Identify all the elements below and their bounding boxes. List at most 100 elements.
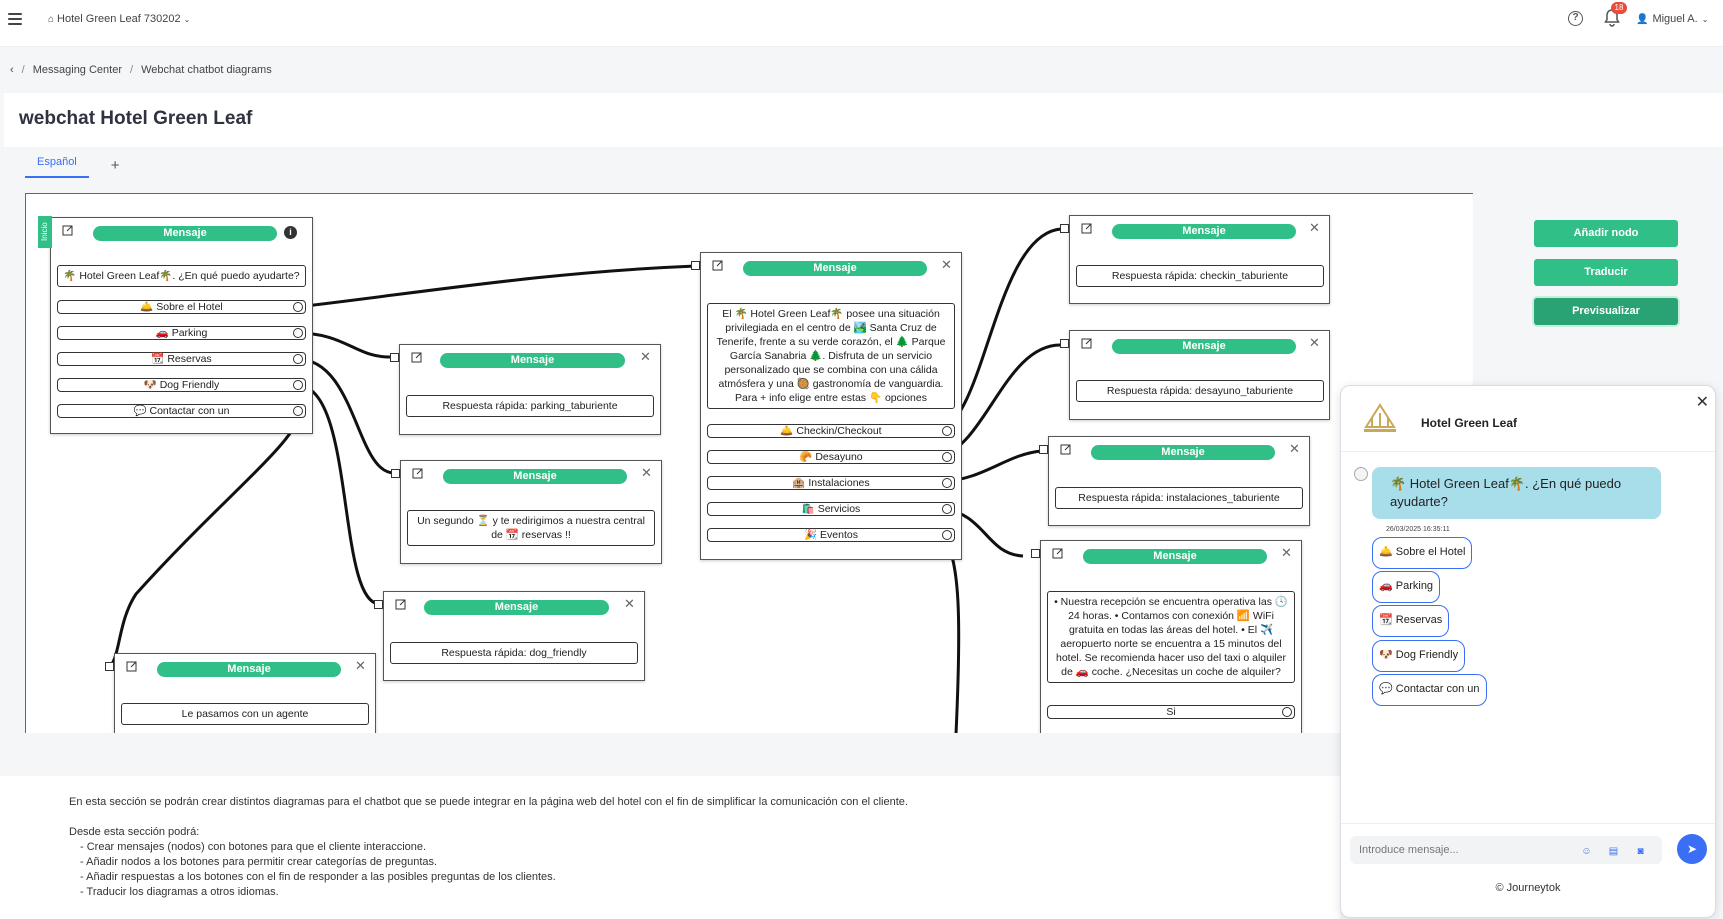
- edit-icon[interactable]: [395, 598, 407, 610]
- back-icon[interactable]: ‹: [10, 64, 14, 76]
- diagram-canvas[interactable]: Inicio Mensaje i 🌴 Hotel Green Leaf🌴. ¿E…: [25, 193, 1473, 733]
- close-icon[interactable]: ✕: [1309, 220, 1320, 235]
- close-icon[interactable]: ✕: [624, 596, 635, 611]
- close-icon[interactable]: ✕: [641, 465, 652, 480]
- camera-icon[interactable]: ◙: [1637, 846, 1644, 857]
- help-item: - Crear mensajes (nodos) con botones par…: [80, 841, 427, 853]
- message-node[interactable]: Mensaje ✕ • Nuestra recepción se encuent…: [1031, 540, 1302, 733]
- bot-message: 🌴 Hotel Green Leaf🌴. ¿En qué puedo ayuda…: [1372, 467, 1661, 519]
- help-icon[interactable]: ?: [1568, 11, 1583, 26]
- user-menu[interactable]: 👤 Miguel A. ⌄: [1636, 13, 1708, 25]
- breadcrumb-separator: /: [21, 64, 25, 76]
- connection-line: [296, 264, 697, 309]
- close-icon[interactable]: ✕: [1281, 545, 1292, 560]
- node-title: Mensaje: [743, 261, 927, 276]
- help-text: En esta sección se podrán crear distinto…: [69, 795, 908, 900]
- connection-line: [296, 383, 381, 606]
- node-title: Mensaje: [424, 600, 609, 615]
- node-button[interactable]: 🛎️ Checkin/Checkout: [707, 424, 955, 438]
- node-button[interactable]: Si: [1047, 705, 1295, 719]
- node-button[interactable]: 💬 Contactar con un: [57, 404, 306, 418]
- node-button[interactable]: 🥐 Desayuno: [707, 450, 955, 464]
- input-port: [1031, 549, 1040, 558]
- quick-reply-button[interactable]: 💬 Contactar con un: [1372, 674, 1487, 706]
- close-icon[interactable]: ✕: [1289, 441, 1300, 456]
- quick-reply-button[interactable]: 🚗 Parking: [1372, 571, 1441, 603]
- node-title: Mensaje: [157, 662, 341, 677]
- hotel-selector[interactable]: ⌂ Hotel Green Leaf 730202 ⌄: [48, 13, 190, 25]
- add-tab-button[interactable]: +: [110, 157, 120, 174]
- bot-avatar: [1354, 467, 1368, 481]
- emoji-icon[interactable]: ☺: [1581, 846, 1592, 857]
- node-message-text: Un segundo ⏳ y te redirigimos a nuestra …: [407, 510, 655, 546]
- quick-reply-button[interactable]: 🛎️ Sobre el Hotel: [1372, 537, 1473, 569]
- close-icon[interactable]: ✕: [640, 349, 651, 364]
- message-node[interactable]: Mensaje ✕ Respuesta rápida: instalacione…: [1039, 436, 1310, 526]
- input-port: [391, 469, 400, 478]
- edit-icon[interactable]: [712, 259, 724, 271]
- node-button[interactable]: 🛎️ Sobre el Hotel: [57, 300, 306, 314]
- node-message-text: Le pasamos con un agente: [121, 703, 369, 725]
- message-timestamp: 26/03/2025 16:35:11: [1386, 526, 1450, 533]
- help-item: - Añadir respuestas a los botones con el…: [80, 871, 556, 883]
- send-button[interactable]: ➤: [1677, 834, 1707, 864]
- tab-espanol[interactable]: Español: [25, 150, 89, 178]
- quick-reply-button[interactable]: 🐶 Dog Friendly: [1372, 640, 1466, 672]
- preview-button[interactable]: Previsualizar: [1534, 298, 1678, 325]
- info-icon[interactable]: i: [284, 226, 297, 239]
- message-node[interactable]: Mensaje ✕ Respuesta rápida: desayuno_tab…: [1060, 330, 1330, 420]
- close-icon[interactable]: ✕: [1309, 335, 1320, 350]
- close-icon[interactable]: ✕: [941, 257, 952, 272]
- chat-message-input[interactable]: [1350, 836, 1662, 864]
- node-title: Mensaje: [1112, 224, 1296, 239]
- breadcrumb: ‹ / Messaging Center / Webchat chatbot d…: [10, 64, 272, 76]
- node-message-text: Respuesta rápida: desayuno_taburiente: [1076, 380, 1324, 402]
- edit-icon[interactable]: [1052, 547, 1064, 559]
- user-name: Miguel A.: [1652, 13, 1698, 25]
- connection-line: [105, 411, 300, 671]
- start-node[interactable]: Inicio Mensaje i 🌴 Hotel Green Leaf🌴. ¿E…: [38, 216, 313, 434]
- breadcrumb-messaging-center[interactable]: Messaging Center: [32, 64, 123, 76]
- add-node-button[interactable]: Añadir nodo: [1534, 220, 1678, 247]
- node-title: Mensaje: [1112, 339, 1296, 354]
- edit-icon[interactable]: [1081, 337, 1093, 349]
- input-port: [1060, 339, 1069, 348]
- hotel-logo: [1364, 403, 1396, 432]
- edit-icon[interactable]: [126, 660, 138, 672]
- message-node[interactable]: Mensaje ✕ El 🌴 Hotel Green Leaf🌴 posee u…: [691, 252, 962, 560]
- message-node[interactable]: Mensaje ✕ Le pasamos con un agente: [105, 653, 376, 733]
- close-icon[interactable]: ✕: [1695, 394, 1709, 411]
- message-node[interactable]: Mensaje ✕ Respuesta rápida: dog_friendly: [374, 591, 645, 681]
- edit-icon[interactable]: [1081, 222, 1093, 234]
- edit-icon[interactable]: [412, 467, 424, 479]
- input-port: [374, 600, 383, 609]
- node-button[interactable]: 📆 Reservas: [57, 352, 306, 366]
- message-node[interactable]: Mensaje ✕ Respuesta rápida: checkin_tabu…: [1060, 215, 1330, 304]
- node-button[interactable]: 🐶 Dog Friendly: [57, 378, 306, 392]
- node-title: Mensaje: [1083, 549, 1267, 564]
- connector-port: [1282, 707, 1292, 717]
- connector-port: [942, 452, 952, 462]
- close-icon[interactable]: ✕: [355, 658, 366, 673]
- help-lead: Desde esta sección podrá:: [69, 826, 200, 838]
- language-tabs: Español +: [25, 150, 126, 178]
- quick-reply-button[interactable]: 📆 Reservas: [1372, 605, 1450, 637]
- attach-file-icon[interactable]: ▤: [1608, 846, 1619, 857]
- node-message-text: 🌴 Hotel Green Leaf🌴. ¿En qué puedo ayuda…: [57, 265, 306, 287]
- node-message-text: • Nuestra recepción se encuentra operati…: [1047, 591, 1295, 683]
- help-item: - Traducir los diagramas a otros idiomas…: [80, 886, 279, 898]
- menu-icon[interactable]: [8, 12, 22, 26]
- edit-icon[interactable]: [62, 224, 74, 236]
- node-title: Mensaje: [440, 353, 625, 368]
- translate-button[interactable]: Traducir: [1534, 259, 1678, 286]
- node-button[interactable]: 🎉 Eventos: [707, 528, 955, 542]
- node-button[interactable]: 🛍️ Servicios: [707, 502, 955, 516]
- node-button[interactable]: 🏨 Instalaciones: [707, 476, 955, 490]
- edit-icon[interactable]: [411, 351, 423, 363]
- edit-icon[interactable]: [1060, 443, 1072, 455]
- node-button[interactable]: 🚗 Parking: [57, 326, 306, 340]
- message-node[interactable]: Mensaje ✕ Un segundo ⏳ y te redirigimos …: [391, 460, 662, 564]
- node-title: Mensaje: [93, 226, 277, 241]
- input-port: [390, 353, 399, 362]
- message-node[interactable]: Mensaje ✕ Respuesta rápida: parking_tabu…: [390, 344, 661, 435]
